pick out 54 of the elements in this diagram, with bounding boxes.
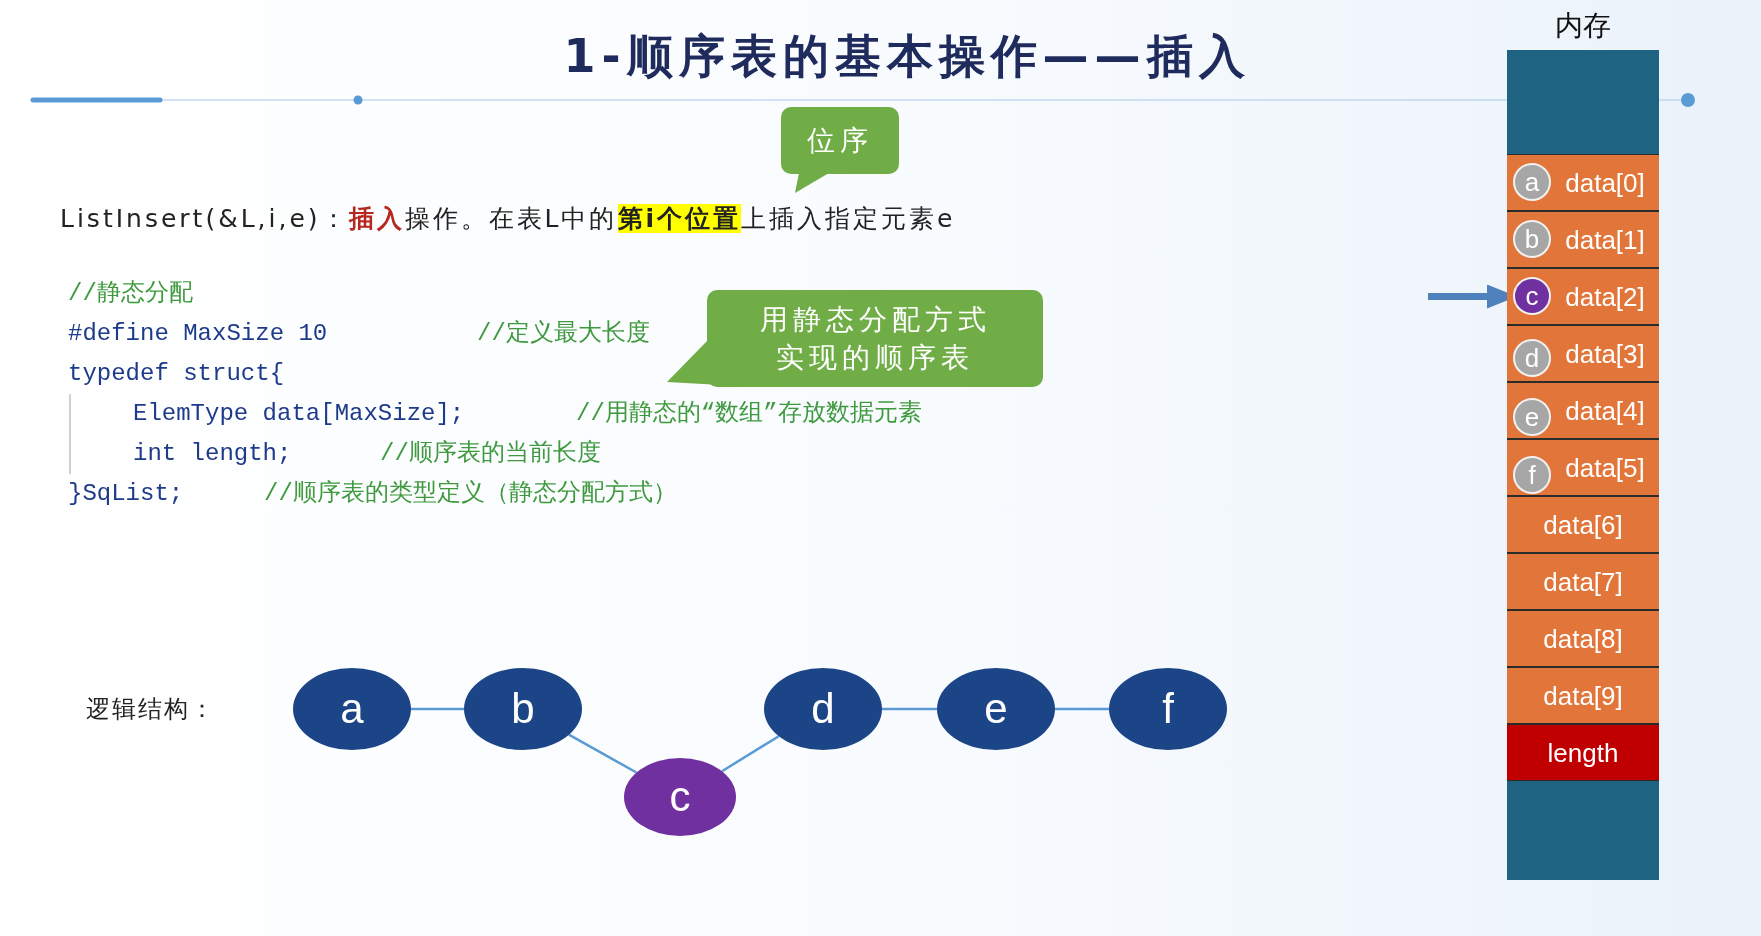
slot-label: data[9] [1543,680,1623,711]
memory-slot [1507,154,1659,211]
memory-slot [1507,382,1659,439]
slot-label: data[5] [1565,452,1645,483]
list-node: f [1109,668,1227,750]
slot-label: length [1547,737,1619,768]
memory-slot [1507,496,1659,553]
link-line [721,735,780,773]
code-comment: //顺序表的当前长度 [380,439,601,469]
link-line [882,707,937,711]
memory-slot [1507,610,1659,667]
list-node: c [624,758,736,836]
element-token: f [1513,456,1551,494]
code-line: #define MaxSize 10 [68,319,328,349]
list-node: b [464,668,582,750]
element-token: c [1513,277,1551,315]
slot-label: data[6] [1543,509,1623,540]
slot-label: data[3] [1565,338,1645,369]
slot-label: data[2] [1565,281,1645,312]
slot-label: data[0] [1565,167,1645,198]
list-node: d [764,668,882,750]
element-token: d [1513,339,1551,377]
memory-slot [1507,268,1659,325]
memory-slot [1507,553,1659,610]
code-line: }SqList; [68,479,184,509]
structure-label: 逻辑结构： [86,694,216,725]
memory-slot [1507,325,1659,382]
code-line: typedef struct{ [68,359,285,389]
element-token: b [1513,220,1551,258]
memory-slot [1507,439,1659,496]
memory-slot [1507,211,1659,268]
slot-label: data[4] [1565,395,1645,426]
element-token: a [1513,163,1551,201]
list-node: a [293,668,411,750]
link-line [411,707,464,711]
slot-label: data[8] [1543,623,1623,654]
callout-text: 位序 [807,122,873,159]
code-comment: //用静态的“数组”存放数据元素 [576,399,922,429]
callout-text: 用静态分配方式实现的顺序表 [758,301,992,376]
link-line [568,733,637,774]
code-comment: //定义最大长度 [477,319,650,349]
code-line: int length; [133,439,292,469]
memory-heading: 内存 [1555,8,1611,44]
slide-title: 1-顺序表的基本操作——插入 [563,28,1251,84]
code-comment: //顺序表的类型定义（静态分配方式） [264,478,677,509]
element-token: e [1513,398,1551,436]
memory-slot [1507,724,1659,781]
memory-slot [1507,667,1659,724]
code-line: ElemType data[MaxSize]; [133,399,465,429]
slot-label: data[7] [1543,566,1623,597]
slot-label: data[1] [1565,224,1645,255]
link-line [1055,707,1109,711]
code-comment: //静态分配 [68,279,193,309]
list-node: e [937,668,1055,750]
